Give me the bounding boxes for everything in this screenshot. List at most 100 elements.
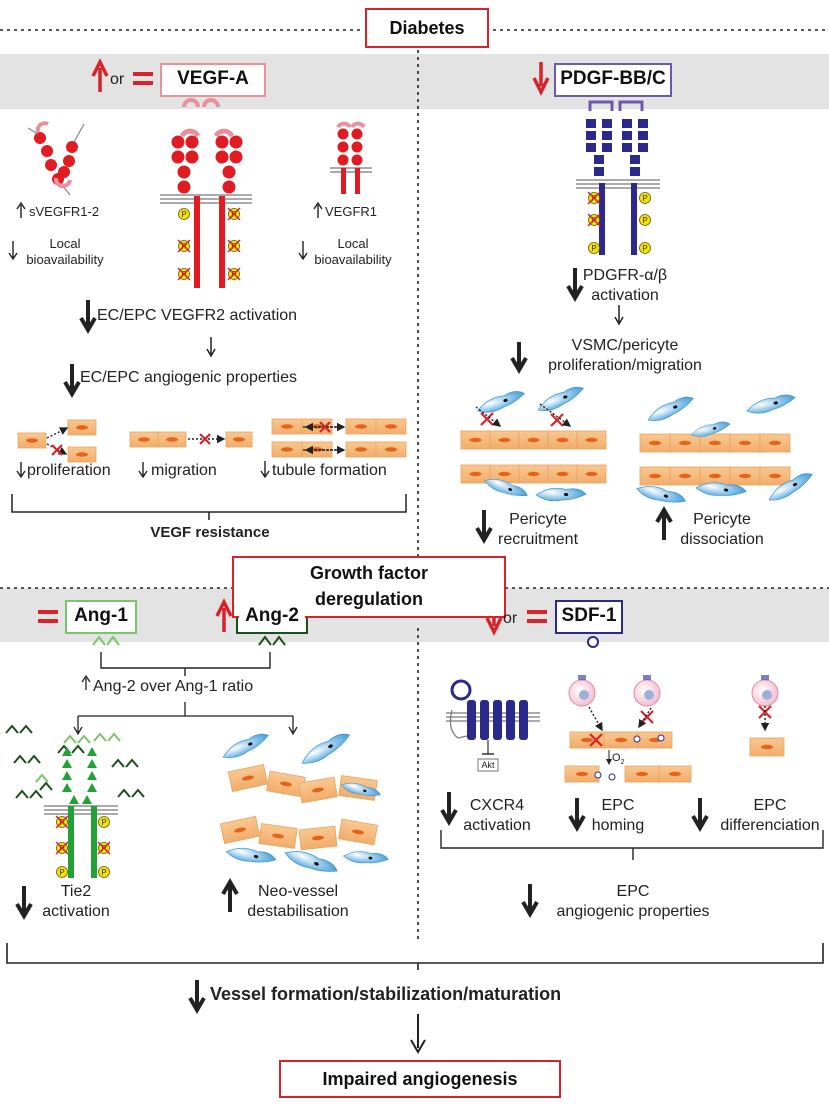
endothelial-cell xyxy=(699,466,731,486)
dotted-arrow xyxy=(46,443,68,455)
dotted-arrow xyxy=(475,406,502,427)
svg-text:P: P xyxy=(642,194,647,203)
down-arrow-icon xyxy=(532,62,550,96)
bottom-bracket xyxy=(6,943,824,970)
endothelial-cell xyxy=(460,464,491,484)
endothelial-cell xyxy=(639,466,671,486)
phospho-site: P xyxy=(97,841,111,855)
local-bioavailability-right: Local bioavailability xyxy=(314,236,392,267)
svg-text:P: P xyxy=(101,868,106,877)
cxcr4-receptor-icon xyxy=(446,679,540,772)
pericyte xyxy=(222,733,269,758)
pericyte xyxy=(768,473,813,501)
pericyte-recruitment-label: Pericyte recruitment xyxy=(497,511,579,548)
svg-text:P: P xyxy=(642,244,647,253)
epc-cell xyxy=(633,675,661,707)
phospho-site: P xyxy=(587,213,601,227)
endothelial-cell xyxy=(345,441,377,458)
endothelial-cell xyxy=(266,770,306,798)
epc-angiogenic-label: EPC angiogenic properties xyxy=(556,883,710,920)
blocked-cross-icon xyxy=(589,733,603,747)
endothelial-cell xyxy=(338,818,378,846)
ang1-ligands xyxy=(35,732,121,783)
migration-label: migration xyxy=(151,462,217,479)
endothelial-cell xyxy=(759,466,791,486)
phospho-site: P xyxy=(98,816,110,828)
phospho-site: P xyxy=(639,214,651,226)
pericyte xyxy=(535,487,587,502)
phospho-site: P xyxy=(55,841,69,855)
pericyte xyxy=(484,479,528,496)
phospho-site: P xyxy=(56,866,68,878)
pericyte xyxy=(537,386,584,411)
up-arrow-icon xyxy=(91,58,109,92)
endothelial-cell xyxy=(603,731,639,749)
sdf1-factor-label: SDF-1 xyxy=(558,605,620,627)
vsmc-pericyte-label: VSMC/pericyte proliferation/migration xyxy=(548,337,702,374)
endothelial-cell xyxy=(699,433,731,453)
diabetes-box: Diabetes xyxy=(365,8,489,48)
phospho-site: P xyxy=(55,815,69,829)
phospho-site: P xyxy=(177,267,191,281)
local-bioavailability-left: Local bioavailability xyxy=(26,236,104,267)
tie2-receptor-icon xyxy=(44,747,118,878)
svg-text:P: P xyxy=(101,818,106,827)
pericyte xyxy=(476,391,525,413)
pdgfr-receptor-icon xyxy=(586,119,648,176)
pericyte xyxy=(690,421,731,437)
epc-bracket xyxy=(440,830,824,860)
endothelial-cell xyxy=(17,432,47,449)
growth-factor-box: Growth factor deregulation xyxy=(232,556,506,618)
phospho-site: P xyxy=(178,208,190,220)
vegfr1-receptor-icon xyxy=(330,121,372,194)
vegf-ligand-icon xyxy=(182,98,220,108)
akt-label: Akt xyxy=(481,760,495,770)
endothelial-cell xyxy=(759,433,791,453)
vegf-factor-label: VEGF-A xyxy=(163,68,263,90)
endothelial-cell xyxy=(375,441,407,458)
ang-ratio-label: Ang-2 over Ang-1 ratio xyxy=(93,678,254,695)
epc-homing-label: EPC homing xyxy=(591,797,645,834)
endothelial-cell xyxy=(576,464,607,484)
sdf-or-label: or xyxy=(503,610,518,627)
endothelial-cell xyxy=(749,737,785,757)
endothelial-cell xyxy=(219,816,261,844)
endothelial-cell xyxy=(576,430,607,450)
pericyte xyxy=(746,394,796,414)
pericyte xyxy=(695,482,747,496)
proliferation-label: proliferation xyxy=(27,462,111,479)
equals-icon-sdf xyxy=(527,610,547,623)
phospho-site: P xyxy=(588,242,600,254)
blocked-cross-icon xyxy=(480,412,494,426)
endothelial-cell xyxy=(669,466,701,486)
phospho-site: P xyxy=(177,239,191,253)
endothelial-cell xyxy=(624,765,660,783)
endothelial-cell xyxy=(489,430,520,450)
tie2-activation-label: Tie2 activation xyxy=(42,883,110,920)
equals-icon xyxy=(133,72,153,85)
impaired-angiogenesis-box: Impaired angiogenesis xyxy=(279,1060,561,1098)
svg-text:P: P xyxy=(591,244,596,253)
endothelial-cell xyxy=(271,418,303,435)
tubule-formation-label: tubule formation xyxy=(272,462,387,479)
endothelial-cell xyxy=(547,464,578,484)
pericyte xyxy=(647,396,694,421)
blocked-cross-icon xyxy=(640,710,654,724)
ang-ratio-bracket xyxy=(100,652,271,676)
pericyte-dissociation-label: Pericyte dissociation xyxy=(680,511,764,548)
dotted-arrow xyxy=(46,427,69,439)
epc-cell xyxy=(568,675,596,707)
endothelial-cell xyxy=(225,431,253,448)
endothelial-cell xyxy=(637,731,673,749)
epc-cell xyxy=(751,675,779,707)
svg-text:P: P xyxy=(642,216,647,225)
pericyte xyxy=(301,733,351,764)
endothelial-cell xyxy=(271,441,303,458)
phospho-site: P xyxy=(227,267,241,281)
blocked-cross-icon xyxy=(199,433,211,445)
phospho-site: P xyxy=(639,192,651,204)
endothelial-cell xyxy=(227,764,269,792)
pericyte xyxy=(284,851,338,872)
phospho-site: P xyxy=(98,866,110,878)
ec-angiogenic-properties: EC/EPC angiogenic properties xyxy=(80,369,298,386)
